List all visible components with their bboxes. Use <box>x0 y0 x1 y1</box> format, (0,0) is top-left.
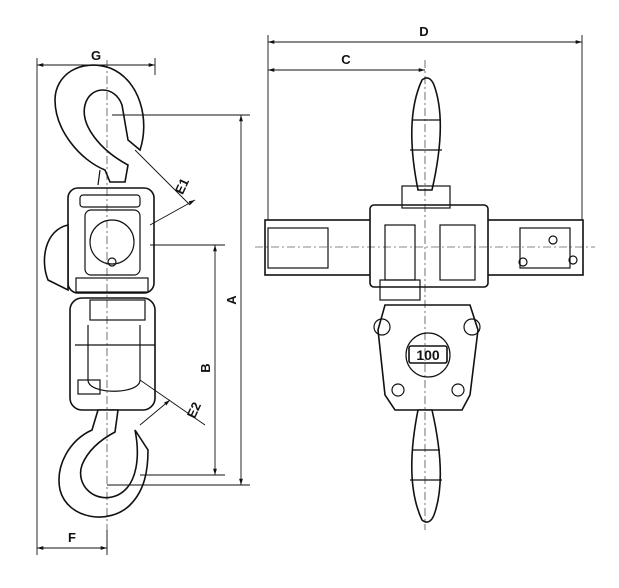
dim-label-f: F <box>68 530 76 545</box>
dim-label-a: A <box>224 295 239 305</box>
side-view <box>43 60 156 555</box>
dim-label-e1: E1 <box>172 176 192 197</box>
upper-body <box>43 187 155 294</box>
lower-body <box>69 297 156 411</box>
dim-label-d: D <box>419 24 428 39</box>
bottom-hook <box>58 409 149 518</box>
load-counter-display: 100 <box>416 347 440 363</box>
bottom-handle <box>410 409 442 523</box>
top-handle <box>410 77 442 191</box>
dim-label-e2: E2 <box>184 400 204 421</box>
dim-label-b: B <box>198 363 213 372</box>
counter-housing: 100 <box>373 304 481 411</box>
front-view-dimensions: D C <box>267 24 583 220</box>
top-hook <box>54 64 145 183</box>
side-view-dimensions: G A B E1 E2 F <box>36 48 250 555</box>
central-body <box>369 185 489 301</box>
front-view: 100 <box>255 60 595 530</box>
dim-label-g: G <box>91 48 101 63</box>
dim-label-c: C <box>341 52 351 67</box>
